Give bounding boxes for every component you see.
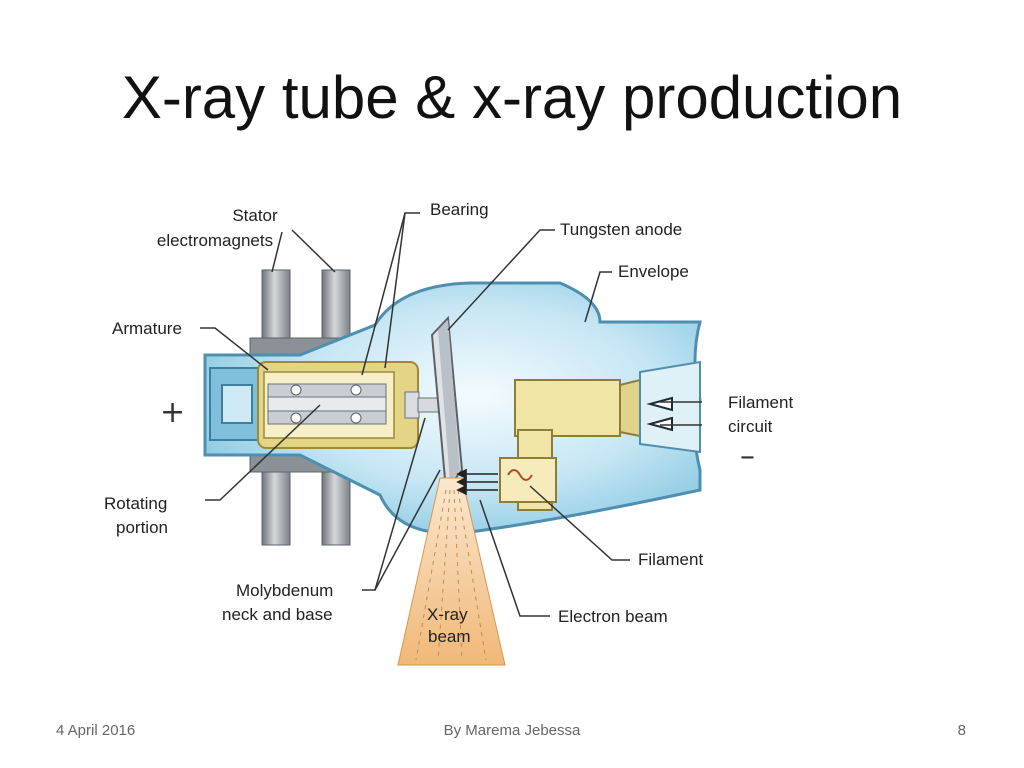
footer-author: By Marema Jebessa xyxy=(443,722,581,739)
label-envelope: Envelope xyxy=(618,262,689,281)
label-bearing: Bearing xyxy=(430,200,489,219)
label-tungsten-anode: Tungsten anode xyxy=(560,220,682,239)
label-electron-beam: Electron beam xyxy=(558,607,668,626)
label-filament-circuit-line2: circuit xyxy=(728,417,773,436)
footer-page-number: 8 xyxy=(957,722,966,739)
cathode-assembly xyxy=(499,378,641,511)
slide-title: X-ray tube & x-ray production xyxy=(121,64,903,131)
electron-beam-arrows xyxy=(456,468,498,496)
xray-beam-cone xyxy=(397,477,506,666)
label-stator-line2: electromagnets xyxy=(157,231,273,250)
label-xray-beam-line2: beam xyxy=(428,627,471,646)
label-filament-circuit-line1: Filament xyxy=(728,393,793,412)
anode-terminal xyxy=(209,367,259,441)
label-rotating-line1: Rotating xyxy=(104,494,167,513)
label-molybdenum-line2: neck and base xyxy=(222,605,333,624)
label-xray-beam-line1: X-ray xyxy=(427,605,468,624)
label-stator-line1: Stator xyxy=(232,206,278,225)
label-rotating-line2: portion xyxy=(116,518,168,537)
footer-date: 4 April 2016 xyxy=(56,722,136,739)
negative-terminal-symbol: – xyxy=(740,439,755,474)
rotor-armature xyxy=(257,361,420,449)
leader-lines xyxy=(200,212,702,617)
filament-circuit-connector xyxy=(639,360,701,454)
label-molybdenum-line1: Molybdenum xyxy=(236,581,333,600)
label-filament: Filament xyxy=(638,550,703,569)
positive-terminal-symbol: + xyxy=(160,395,185,430)
label-armature: Armature xyxy=(112,319,182,338)
tungsten-anode-disk xyxy=(417,315,464,493)
